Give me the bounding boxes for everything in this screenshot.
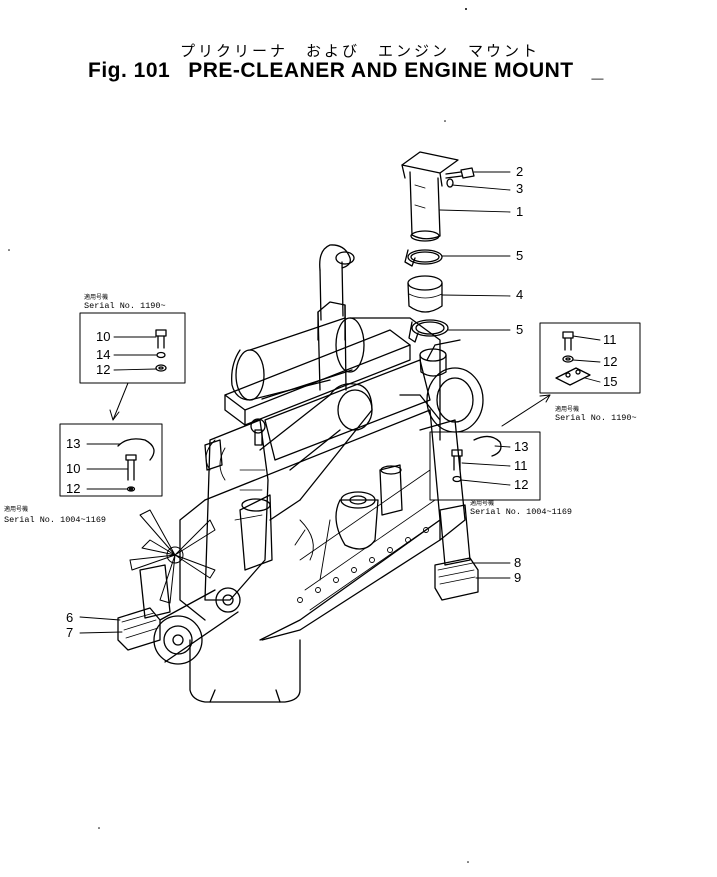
callout-13-right: 13 <box>514 439 528 454</box>
callout-10-left-top: 10 <box>96 329 110 344</box>
figure-name: PRE-CLEANER AND ENGINE MOUNT <box>188 59 574 82</box>
serial-top-right: Serial No. 1190~ <box>555 413 637 423</box>
callout-11-right-top: 11 <box>603 332 617 347</box>
callout-4: 4 <box>516 287 523 302</box>
figure-title: Fig. 101 PRE-CLEANER AND ENGINE MOUNT _ <box>88 59 604 83</box>
callout-2: 2 <box>516 164 523 179</box>
serial-jp-top-left: 適用号機 <box>84 293 108 301</box>
callout-7: 7 <box>66 625 73 640</box>
figure-number: Fig. 101 <box>88 59 171 82</box>
engine-drawing <box>117 244 484 703</box>
serial-jp-top-right: 適用号機 <box>555 405 579 413</box>
callout-5-lower: 5 <box>516 322 523 337</box>
callout-12-left-top: 12 <box>96 362 110 377</box>
serial-top-left: Serial No. 1190~ <box>84 301 166 311</box>
serial-mid-left: Serial No. 1004~1169 <box>4 515 106 525</box>
callout-15: 15 <box>603 374 617 389</box>
title-japanese: プリクリーナ および エンジン マウント <box>180 42 541 60</box>
serial-box-frames <box>59 312 641 501</box>
serial-mid-right: Serial No. 1004~1169 <box>470 507 572 517</box>
callout-9: 9 <box>514 570 521 585</box>
pre-cleaner-assembly <box>401 151 475 377</box>
serial-jp-mid-left: 適用号機 <box>4 505 28 513</box>
callout-12-left: 12 <box>66 481 80 496</box>
callout-12-right-top: 12 <box>603 354 617 369</box>
callout-3: 3 <box>516 181 523 196</box>
callout-10-left: 10 <box>66 461 80 476</box>
callout-12-right: 12 <box>514 477 528 492</box>
callout-5-upper: 5 <box>516 248 523 263</box>
callout-8: 8 <box>514 555 521 570</box>
title-suffix: _ <box>591 59 604 82</box>
callout-6: 6 <box>66 610 73 625</box>
leader-lines <box>79 171 601 634</box>
callout-13-left: 13 <box>66 436 80 451</box>
callout-14: 14 <box>96 347 110 362</box>
serial-jp-mid-right: 適用号機 <box>470 499 494 507</box>
callout-11-right: 11 <box>514 458 528 473</box>
callout-1: 1 <box>516 204 523 219</box>
detail-parts <box>117 329 591 492</box>
speckle-dots <box>8 8 469 863</box>
